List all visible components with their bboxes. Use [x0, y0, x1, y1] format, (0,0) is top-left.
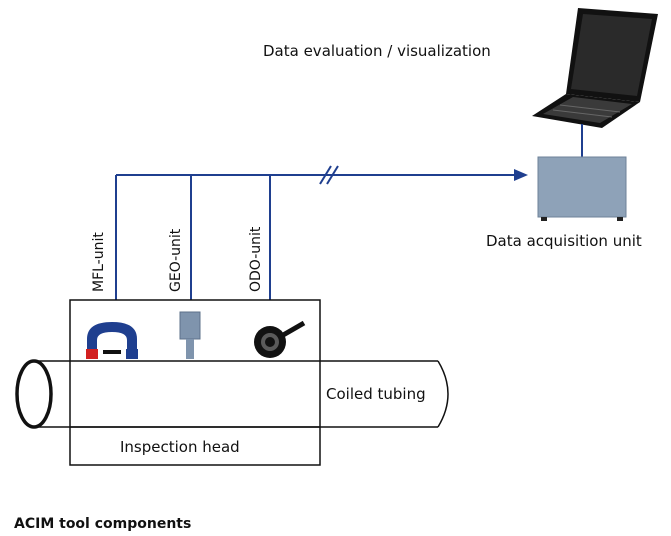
- geo-unit-label: GEO-unit: [168, 228, 184, 292]
- inspection-head-box: [69, 299, 321, 466]
- mfl-unit-label: MFL-unit: [91, 232, 107, 292]
- caption: ACIM tool components: [14, 516, 191, 532]
- break-symbol: [319, 165, 339, 185]
- odometer-wheel-icon: [254, 320, 306, 358]
- data-acquisition-label: Data acquisition unit: [486, 232, 642, 250]
- inspection-head-label: Inspection head: [120, 438, 240, 456]
- bus-arrowhead: [514, 169, 528, 181]
- data-acquisition-box-icon: [537, 156, 627, 221]
- coiled-tubing-label: Coiled tubing: [326, 385, 426, 403]
- data-evaluation-label: Data evaluation / visualization: [263, 42, 491, 60]
- odo-unit-label: ODO-unit: [248, 226, 264, 292]
- geo-sensor-icon: [179, 311, 201, 359]
- laptop-icon: [532, 8, 658, 128]
- magnet-icon: [86, 322, 138, 359]
